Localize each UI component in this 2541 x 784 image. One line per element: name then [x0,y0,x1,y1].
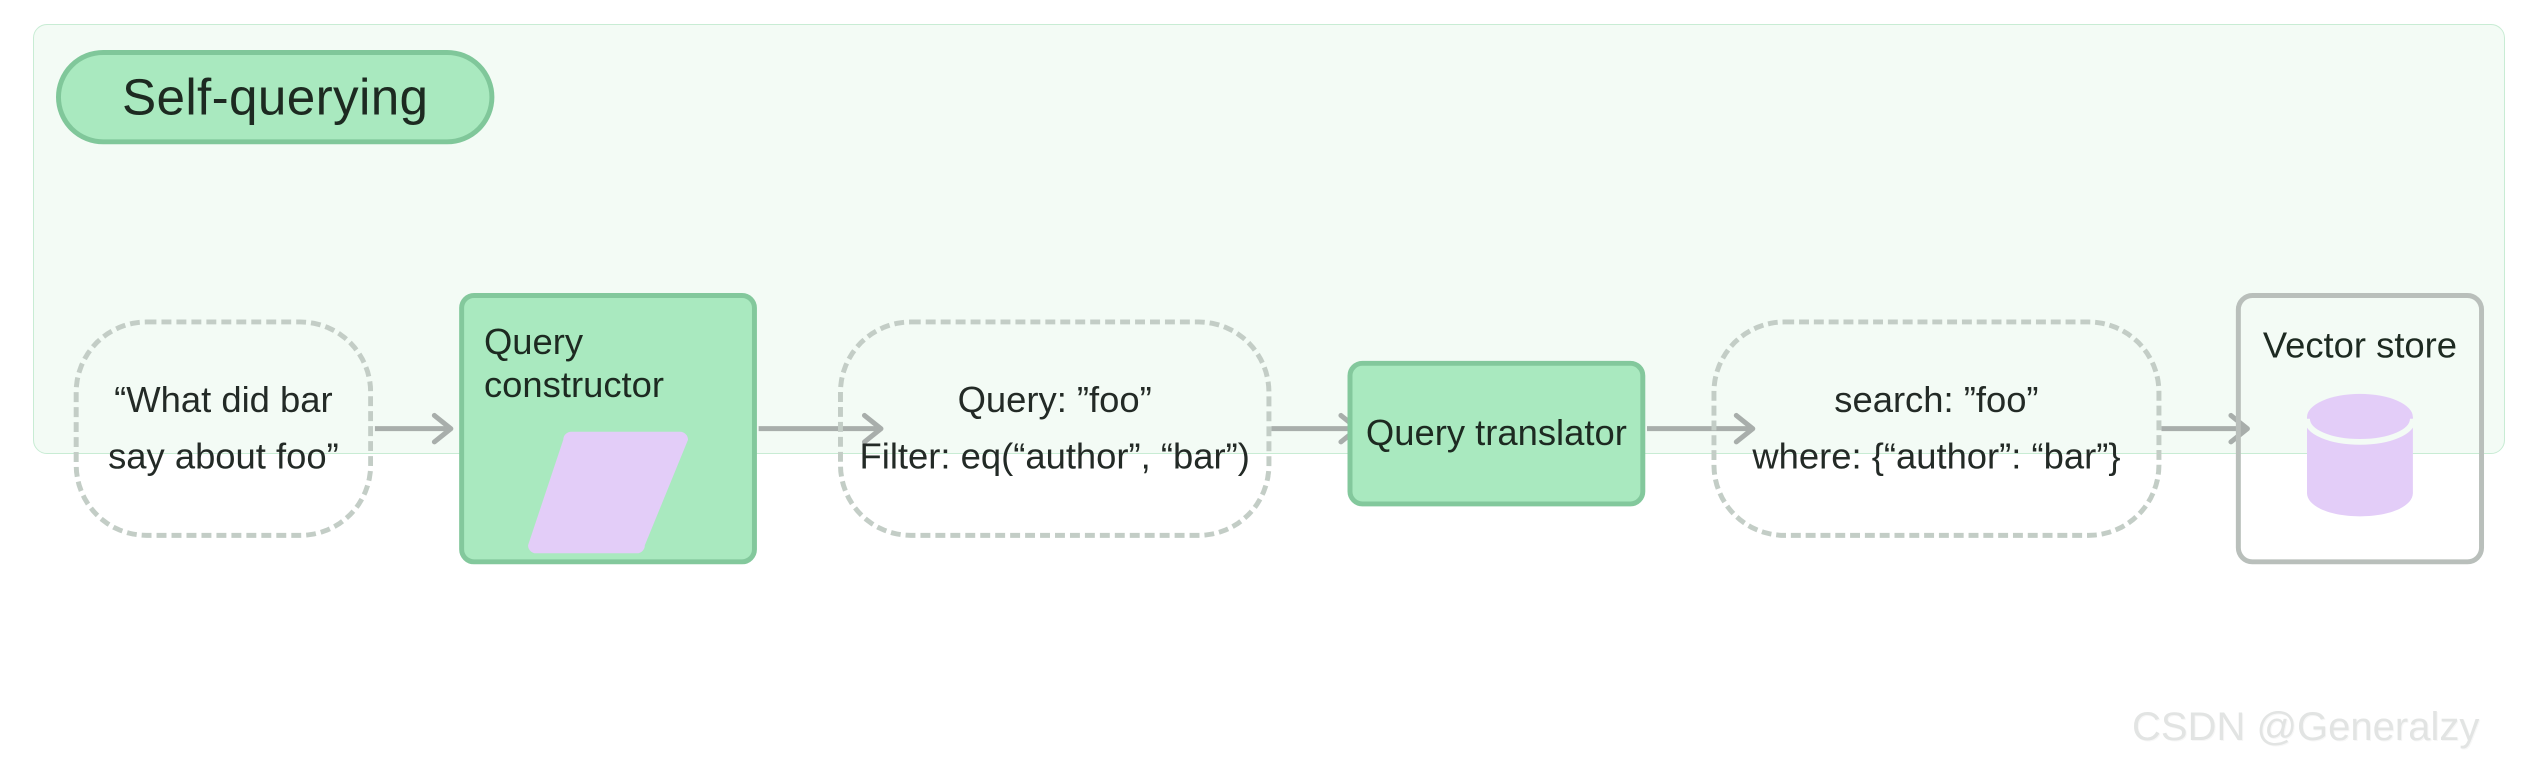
flow-node-structured-query: Query: ”foo” Filter: eq(“author”, “bar”) [837,319,1272,538]
flow-node-query-translator: Query translator [1347,360,1646,507]
parallelogram-icon [528,431,689,553]
flow-pipeline: “What did bar say about foo” Query const… [34,25,2541,733]
csdn-watermark: CSDN @Generalzy [2132,705,2480,749]
arrow-user-question-to-query-constructor [374,412,454,445]
query-translator-title: Query translator [1365,411,1627,454]
flow-node-translated-query: search: ”foo” where: {“author”: “bar”} [1711,319,2162,538]
query-constructor-title: Query constructor [483,321,665,407]
self-querying-panel: Self-querying “What did bar say about fo… [33,24,2505,565]
vector-store-title: Vector store [2262,324,2458,366]
user-question-text: “What did bar say about foo” [108,378,339,477]
panel-title-badge: Self-querying [56,50,495,145]
flow-node-query-constructor: Query constructor [459,292,757,565]
database-cylinder-icon [2304,394,2416,517]
flow-node-user-question: “What did bar say about foo” [73,319,374,538]
panel-title-label: Self-querying [121,68,429,127]
structured-query-text: Query: ”foo” Filter: eq(“author”, “bar”) [859,378,1250,477]
translated-query-text: search: ”foo” where: {“author”: “bar”} [1752,378,2121,477]
flow-node-vector-store: Vector store [2235,292,2485,565]
